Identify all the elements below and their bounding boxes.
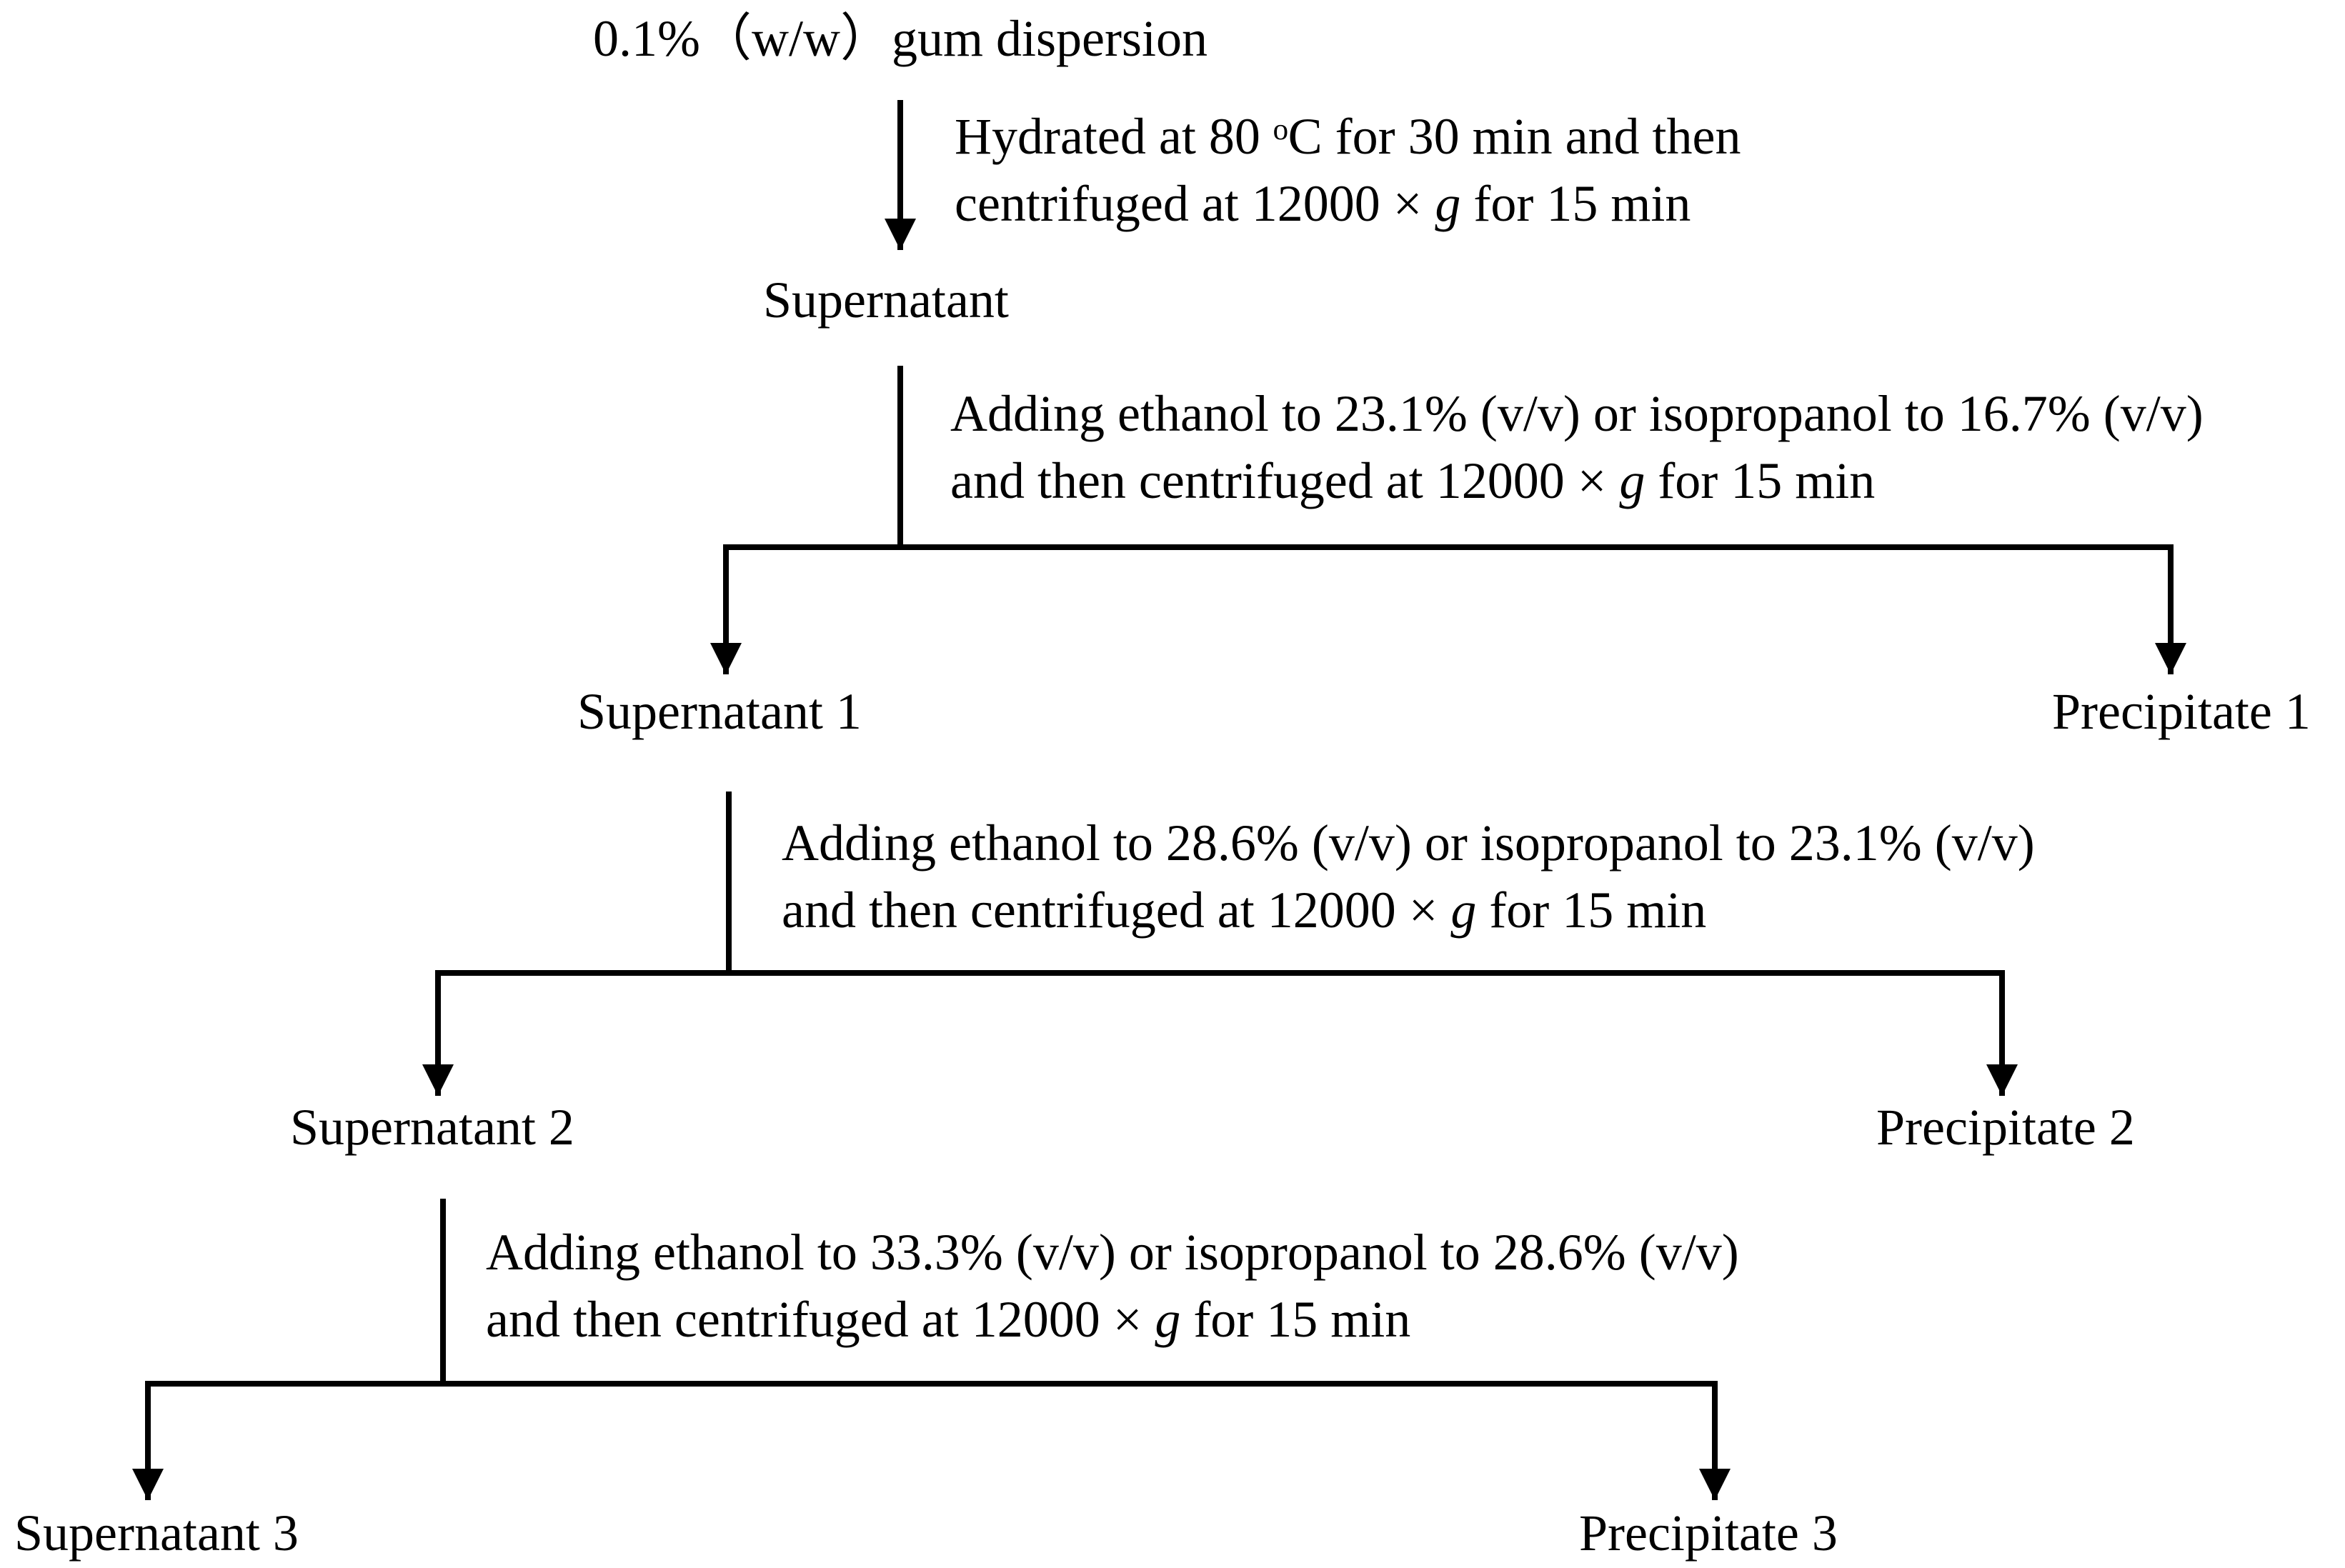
node-supernatant: Supernatant bbox=[763, 271, 1009, 329]
step-2-line-2: and then centrifuged at 12000 × g for 15… bbox=[950, 452, 1876, 509]
step-3-instructions: Adding ethanol to 28.6% (v/v) or isoprop… bbox=[782, 809, 2035, 944]
step-4-instructions: Adding ethanol to 33.3% (v/v) or isoprop… bbox=[486, 1219, 1739, 1353]
step-3-line-1: Adding ethanol to 28.6% (v/v) or isoprop… bbox=[782, 814, 2035, 872]
step-4-line-2: and then centrifuged at 12000 × g for 15… bbox=[486, 1291, 1411, 1348]
node-supernatant-1: Supernatant 1 bbox=[577, 683, 862, 740]
node-precipitate-3: Precipitate 3 bbox=[1579, 1504, 1838, 1562]
start-label: 0.1%（w/w）gum dispersion bbox=[593, 10, 1208, 67]
node-precipitate-1: Precipitate 1 bbox=[2052, 683, 2311, 740]
step-1-line-2: centrifuged at 12000 × g for 15 min bbox=[955, 175, 1691, 232]
step-1-line-1: Hydrated at 80 ᵒC for 30 min and then bbox=[955, 108, 1741, 165]
node-supernatant-2: Supernatant 2 bbox=[290, 1099, 574, 1156]
step-2-instructions: Adding ethanol to 23.1% (v/v) or isoprop… bbox=[950, 380, 2204, 514]
step-3-line-2: and then centrifuged at 12000 × g for 15… bbox=[782, 882, 1707, 939]
step-2-line-1: Adding ethanol to 23.1% (v/v) or isoprop… bbox=[950, 385, 2204, 442]
node-precipitate-2: Precipitate 2 bbox=[1876, 1099, 2135, 1156]
step-4-line-1: Adding ethanol to 33.3% (v/v) or isoprop… bbox=[486, 1224, 1739, 1281]
node-supernatant-3: Supernatant 3 bbox=[14, 1504, 299, 1562]
step-1-instructions: Hydrated at 80 ᵒC for 30 min and then ce… bbox=[955, 103, 1741, 237]
